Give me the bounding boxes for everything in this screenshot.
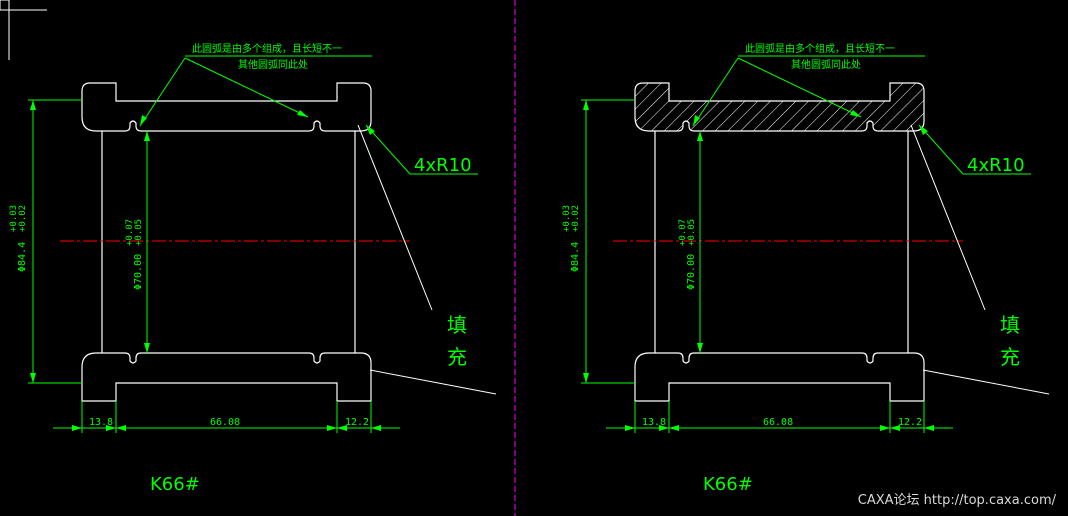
dim-arrow <box>625 425 635 431</box>
dim-arrow <box>72 425 82 431</box>
note-leader-2 <box>184 57 309 118</box>
radius-label: 4xR10 <box>414 155 472 176</box>
outer-arrow-top <box>583 100 589 110</box>
leader-arrow <box>850 110 861 117</box>
dim-right-text: 12.2 <box>345 417 369 428</box>
inner-arrow-bottom <box>144 343 150 353</box>
inner-dim-text: Φ70.00 <box>133 254 144 290</box>
note-leader-1 <box>692 57 739 127</box>
bottom-flange-outline <box>81 352 372 402</box>
radius-leader <box>365 124 411 175</box>
radius-arrow <box>366 125 375 135</box>
radius-leader <box>918 124 964 175</box>
outer-dim-text: Φ84.4 <box>570 242 581 272</box>
inner-arrow-top <box>697 131 703 141</box>
note-line-1: 此圆弧是由多个组成，且长短不一 <box>745 42 895 55</box>
leader-arrow <box>693 115 700 126</box>
dim-arrow <box>106 425 116 431</box>
inner-dim-text: Φ70.00 <box>686 254 697 290</box>
inner-arrow-bottom <box>697 343 703 353</box>
dim-right-text: 12.2 <box>898 417 922 428</box>
dim-arrow <box>890 425 900 431</box>
inner-tol-bottom: +0.05 <box>687 219 697 246</box>
fill-leader-top <box>357 124 433 311</box>
dim-arrow <box>659 425 669 431</box>
dim-arrow <box>880 425 890 431</box>
bottom-flange-outline <box>634 352 925 402</box>
outer-tol-bottom: +0.02 <box>571 205 581 232</box>
outer-arrow-bottom <box>30 373 36 383</box>
inner-tol-top: +0.07 <box>125 219 135 246</box>
fill-char-2: 充 <box>447 345 467 369</box>
note-line-1: 此圆弧是由多个组成，且长短不一 <box>192 42 342 55</box>
leader-arrow <box>297 110 308 117</box>
fill-leader-bottom <box>922 369 1050 395</box>
dim-arrow <box>371 425 381 431</box>
note-leader-2 <box>737 57 862 118</box>
dim-arrow <box>327 425 337 431</box>
note-line-2: 其他圆弧同此处 <box>791 58 861 71</box>
outer-tol-top: +0.03 <box>9 205 19 232</box>
part-label: K66# <box>703 474 753 495</box>
leader-arrow <box>140 115 147 126</box>
outer-tol-bottom: +0.02 <box>18 205 28 232</box>
watermark: CAXA论坛 http://top.caxa.com/ <box>857 493 1056 508</box>
note-leader-1 <box>139 57 186 127</box>
dim-left-text: 13.8 <box>642 417 666 428</box>
note-line-2: 其他圆弧同此处 <box>238 58 308 71</box>
dim-arrow <box>669 425 679 431</box>
outer-arrow-bottom <box>583 373 589 383</box>
fill-leader-bottom <box>369 369 497 395</box>
outer-arrow-top <box>30 100 36 110</box>
dim-middle-text: 66.08 <box>763 417 793 428</box>
top-flange-outline <box>81 82 372 132</box>
dim-middle-text: 66.08 <box>210 417 240 428</box>
hatch-fill <box>635 83 924 131</box>
part-label: K66# <box>150 474 200 495</box>
inner-arrow-top <box>144 131 150 141</box>
dim-arrow <box>116 425 126 431</box>
dim-left-text: 13.8 <box>89 417 113 428</box>
dim-arrow <box>337 425 347 431</box>
radius-label: 4xR10 <box>967 155 1025 176</box>
ucs-corner <box>0 0 47 60</box>
top-flange-outline <box>634 82 925 132</box>
fill-char-2: 充 <box>1000 345 1020 369</box>
fill-char-1: 填 <box>447 313 467 337</box>
radius-arrow <box>919 125 928 135</box>
fill-leader-top <box>910 124 986 311</box>
inner-tol-bottom: +0.05 <box>134 219 144 246</box>
fill-char-1: 填 <box>1000 313 1020 337</box>
outer-dim-text: Φ84.4 <box>17 242 28 272</box>
inner-tol-top: +0.07 <box>678 219 688 246</box>
outer-tol-top: +0.03 <box>562 205 572 232</box>
dim-arrow <box>924 425 934 431</box>
